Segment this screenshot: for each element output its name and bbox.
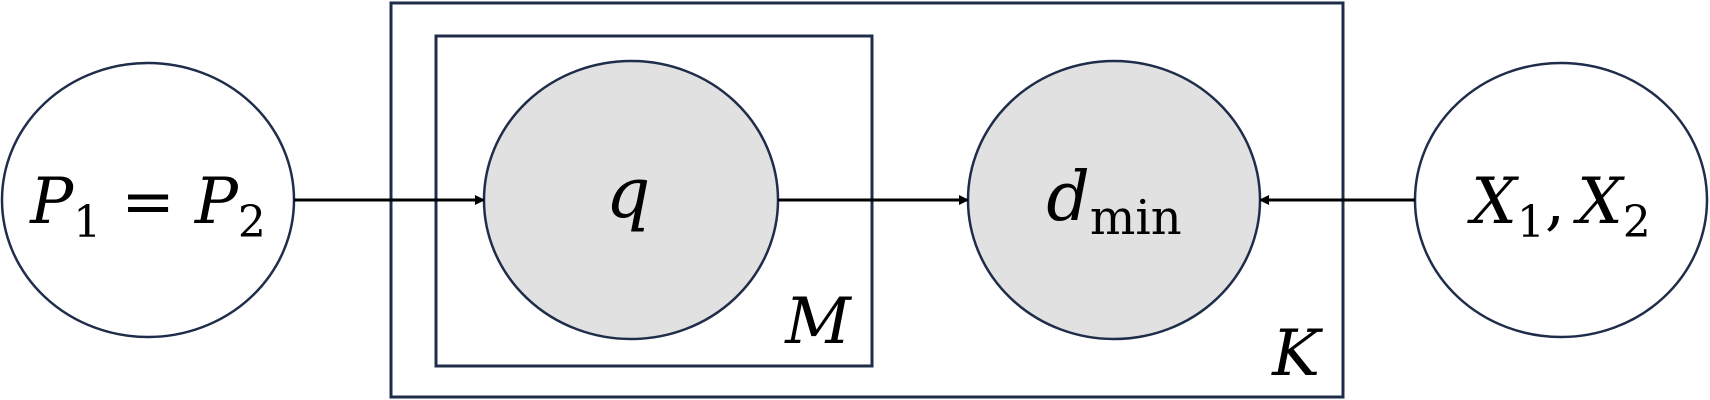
label-inputs-first-symbol: X xyxy=(1466,165,1519,239)
plate-m-label: M xyxy=(784,285,852,359)
label-inputs-second-symbol: X xyxy=(1572,165,1625,239)
label-dmin-sub: min xyxy=(1090,190,1182,246)
label-params-left-symbol: P xyxy=(29,165,74,239)
label-inputs-first-sub: 1 xyxy=(1517,197,1545,248)
label-dmin: dmin xyxy=(1046,158,1181,246)
label-inputs: X1,X2 xyxy=(1466,165,1650,248)
label-params-right-symbol: P xyxy=(194,165,239,239)
label-params-right-sub: 2 xyxy=(238,197,266,248)
label-params: P1=P2 xyxy=(29,165,266,248)
label-dmin-symbol: d xyxy=(1046,158,1090,237)
label-params-left-sub: 1 xyxy=(73,197,101,248)
label-q: q xyxy=(606,152,651,234)
label-inputs-second-sub: 2 xyxy=(1623,197,1651,248)
plate-k-label: K xyxy=(1271,317,1323,391)
label-inputs-separator: , xyxy=(1545,165,1565,239)
label-params-operator: = xyxy=(121,165,175,239)
